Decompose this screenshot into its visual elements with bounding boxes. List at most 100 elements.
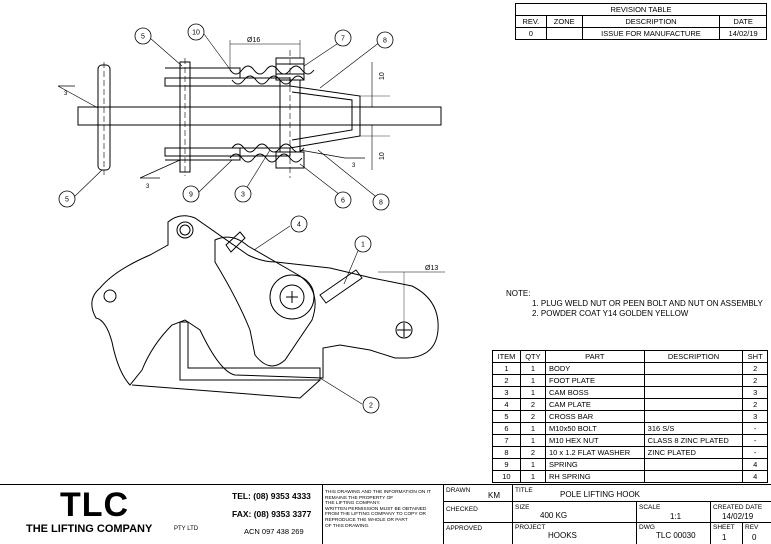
parts-cell: [643, 470, 744, 483]
dim-10-upper: 10: [379, 72, 386, 80]
foot-plate: [179, 321, 321, 381]
balloon-circle: [58, 190, 76, 208]
revision-cell: 0: [515, 27, 547, 40]
parts-cell: RH SPRING: [544, 470, 645, 483]
parts-cell: [643, 386, 744, 399]
size-label: SIZE: [515, 504, 530, 511]
rev-label: REV: [745, 524, 759, 531]
balloon-label: 5: [141, 34, 145, 41]
parts-cell: 10 x 1.2 FLAT WASHER: [544, 446, 645, 459]
parts-cell: [643, 398, 744, 411]
revision-header: ZONE: [545, 15, 583, 28]
scale-value: 1:1: [670, 512, 682, 521]
revision-cell: [545, 27, 583, 40]
note-item: 1. PLUG WELD NUT OR PEEN BOLT AND NUT ON…: [532, 299, 763, 308]
balloon-circle: [182, 185, 200, 203]
dim-dia16: Ø16: [247, 37, 260, 44]
company-acn: ACN 097 438 269: [244, 527, 304, 536]
dwg-number: TLC 00030: [656, 531, 696, 540]
company-logo: TLC: [60, 486, 130, 524]
size-value: 400 KG: [540, 511, 568, 520]
balloon-circle: [234, 185, 252, 203]
note-item: 2. POWDER COAT Y14 GOLDEN YELLOW: [532, 309, 689, 318]
balloon-label: 2: [369, 403, 373, 410]
parts-cell: [643, 410, 744, 423]
revision-header: REV.: [515, 15, 547, 28]
parts-cell: 1: [519, 374, 546, 387]
pole-bar: [77, 106, 442, 126]
sheet-label: SHEET: [713, 524, 735, 531]
balloon-circle: [354, 235, 372, 253]
dwg-label: DWG: [639, 524, 655, 531]
balloon-label: 1: [361, 242, 365, 249]
title-label: TITLE: [515, 487, 533, 494]
parts-cell: 2: [742, 362, 768, 375]
parts-cell: [643, 374, 744, 387]
cam-plate: [214, 236, 316, 367]
parts-cell: -: [742, 434, 768, 447]
balloon-circle: [134, 27, 152, 45]
revision-header: DATE: [719, 15, 767, 28]
project-value: HOOKS: [548, 531, 577, 540]
parts-cell: 1: [519, 422, 546, 435]
revision-table: REVISION TABLE REV. ZONE DESCRIPTION DAT…: [515, 3, 767, 40]
parts-cell: CAM BOSS: [544, 386, 645, 399]
parts-cell: SPRING: [544, 458, 645, 471]
parts-cell: FOOT PLATE: [544, 374, 645, 387]
parts-cell: 4: [492, 398, 521, 411]
revision-table-title: REVISION TABLE: [515, 3, 767, 16]
balloon-circle: [372, 193, 390, 211]
balloon-label: 10: [192, 30, 200, 37]
parts-cell: M10x50 BOLT: [544, 422, 645, 435]
parts-cell: -: [742, 422, 768, 435]
drawn-value: KM: [488, 491, 500, 500]
title-block: TLC THE LIFTING COMPANY PTY LTD TEL: (08…: [0, 484, 771, 544]
revision-header: DESCRIPTION: [581, 15, 721, 28]
parts-cell: ZINC PLATED: [643, 446, 744, 459]
parts-cell: 1: [519, 362, 546, 375]
company-tel: TEL: (08) 9353 4333: [232, 491, 311, 501]
parts-cell: 10: [492, 470, 521, 483]
company-pty: PTY LTD: [174, 526, 199, 532]
balloon-label: 5: [65, 197, 69, 204]
drawing-title: POLE LIFTING HOOK: [560, 490, 641, 499]
parts-cell: 1: [519, 470, 546, 483]
parts-cell: CLASS 8 ZINC PLATED: [643, 434, 744, 447]
parts-cell: 2: [519, 410, 546, 423]
parts-cell: 6: [492, 422, 521, 435]
balloon-circle: [290, 215, 308, 233]
balloon-circle: [376, 31, 394, 49]
side-view: [91, 215, 445, 405]
parts-cell: 2: [492, 374, 521, 387]
balloon-circle: [334, 191, 352, 209]
parts-cell: 2: [742, 398, 768, 411]
cam-boss: [269, 274, 315, 320]
parts-cell: 3: [492, 386, 521, 399]
created-label: CREATED DATE: [713, 504, 763, 511]
lower-plate: [164, 147, 291, 157]
parts-cell: BODY: [544, 362, 645, 375]
revision-cell: ISSUE FOR MANUFACTURE: [581, 27, 721, 40]
scale-label: SCALE: [639, 504, 661, 511]
project-label: PROJECT: [515, 524, 546, 531]
parts-cell: [643, 458, 744, 471]
parts-cell: 1: [519, 458, 546, 471]
parts-cell: -: [742, 446, 768, 459]
spring-upper: [229, 65, 315, 75]
parts-cell: 2: [519, 446, 546, 459]
balloon-label: 4: [297, 222, 301, 229]
disclaimer: THIS DRAWING AND THE INFORMATION ON IT R…: [325, 490, 431, 529]
balloon-label: 8: [383, 38, 387, 45]
cam-plate-outline: [289, 85, 361, 149]
side-spring: [319, 269, 363, 304]
parts-header: DESCRIPTION: [643, 350, 744, 363]
parts-header: ITEM: [492, 350, 521, 363]
hole-left: [103, 289, 117, 303]
parts-cell: 1: [519, 386, 546, 399]
parts-cell: 1: [492, 362, 521, 375]
